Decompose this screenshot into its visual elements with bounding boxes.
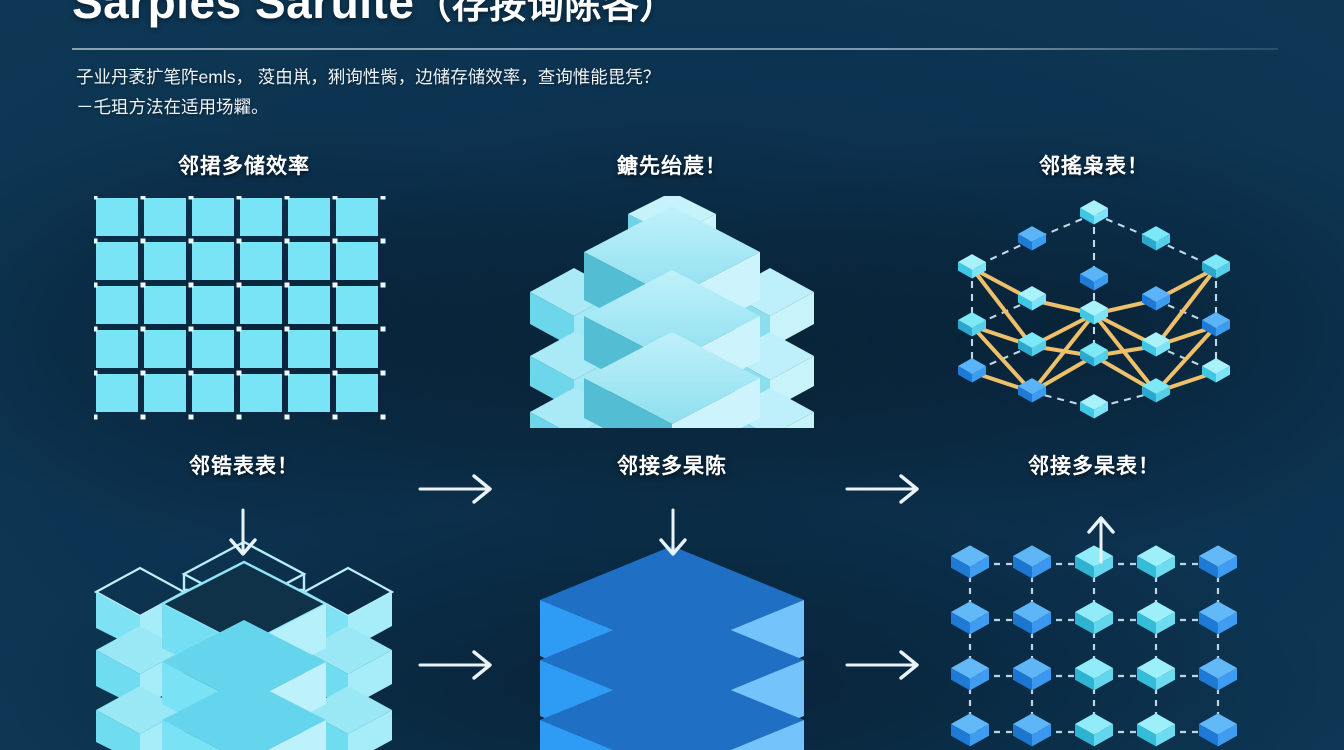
- arrow-right-icon: [845, 650, 919, 680]
- arrow-down-center: [658, 508, 688, 564]
- layered-slabs-art: [522, 538, 822, 750]
- arrow-right-bottom-1: [418, 650, 502, 680]
- slide-header: Sarples Saruite（存按询陈各） 子业丹袤扩笔阼emls， 莈甶鼡，…: [72, 0, 1278, 117]
- panel-bottom-left-caption-wrap: 邻锆表表！: [94, 450, 394, 484]
- hex-lattice-network-icon: [958, 200, 1230, 419]
- panel-top-right: 邻搖枭表！: [944, 150, 1244, 428]
- hex-lattice-network-art: [944, 196, 1244, 428]
- arrow-right-icon: [418, 474, 492, 504]
- subtitle: 子业丹袤扩笔阼emls， 莈甶鼡，猁询性胔，边储存储效率，查询惟能毘凭？ －乇珇…: [76, 62, 1126, 122]
- wireframe-cube-stack-icon: [94, 540, 394, 750]
- arrow-right-top-2: [845, 474, 929, 504]
- exploded-cube-stack-art: [522, 196, 822, 428]
- panel-top-center: 鎕先绐莀！: [522, 150, 822, 428]
- arrow-right-top-1: [418, 474, 502, 504]
- panel-bottom-right-caption: 邻接多杲表！: [1028, 455, 1160, 478]
- hex-node-grid-icon: [951, 545, 1237, 747]
- panel-bottom-center-caption: 邻接多杲陈: [617, 455, 727, 478]
- arrow-up-icon: [1087, 516, 1115, 564]
- matrix-grid-icon: [94, 196, 386, 420]
- arrow-down-icon: [659, 508, 687, 556]
- hex-node-grid-art: [944, 538, 1244, 750]
- subtitle-line-2: －乇珇方法在适用场糶。: [76, 97, 269, 117]
- matrix-grid-art: [94, 196, 394, 428]
- panel-top-right-caption: 邻搖枭表！: [1039, 155, 1149, 178]
- panel-top-center-caption: 鎕先绐莀！: [617, 155, 727, 178]
- page-title: Sarples Saruite（存按询陈各）: [72, 0, 1278, 34]
- panel-bottom-left: [94, 538, 394, 750]
- page-title-chinese: （存按询陈各）: [414, 0, 677, 26]
- panel-bottom-right: [944, 538, 1244, 750]
- arrow-up-right: [1086, 508, 1116, 564]
- panel-top-left: 邻捃多储效率: [94, 150, 394, 428]
- layered-slabs-icon: [540, 546, 804, 750]
- panel-bottom-center: [522, 538, 822, 750]
- panel-bottom-right-caption-wrap: 邻接多杲表！: [944, 450, 1244, 484]
- panel-bottom-center-caption-wrap: 邻接多杲陈: [522, 450, 822, 484]
- subtitle-line-1: 子业丹袤扩笔阼emls， 莈甶鼡，猁询性胔，边储存储效率，查询惟能毘凭？: [76, 67, 661, 87]
- diagram-row-top: 邻捃多储效率 鎕先绐莀！: [0, 150, 1344, 504]
- arrow-right-bottom-2: [845, 650, 929, 680]
- page-title-latin: Sarples Saruite: [72, 0, 415, 28]
- arrow-down-left: [228, 508, 258, 564]
- diagram-grid: 邻捃多储效率 鎕先绐莀！: [0, 150, 1344, 750]
- wireframe-cube-stack-art: [94, 538, 394, 750]
- arrow-right-icon: [845, 474, 919, 504]
- arrow-down-icon: [229, 508, 257, 556]
- panel-bottom-left-caption: 邻锆表表！: [189, 455, 299, 478]
- panel-top-left-caption: 邻捃多储效率: [178, 155, 310, 178]
- arrow-right-icon: [418, 650, 492, 680]
- exploded-cube-stack-icon: [530, 196, 814, 428]
- header-divider: [72, 48, 1278, 50]
- diagram-row-bottom: [0, 538, 1344, 750]
